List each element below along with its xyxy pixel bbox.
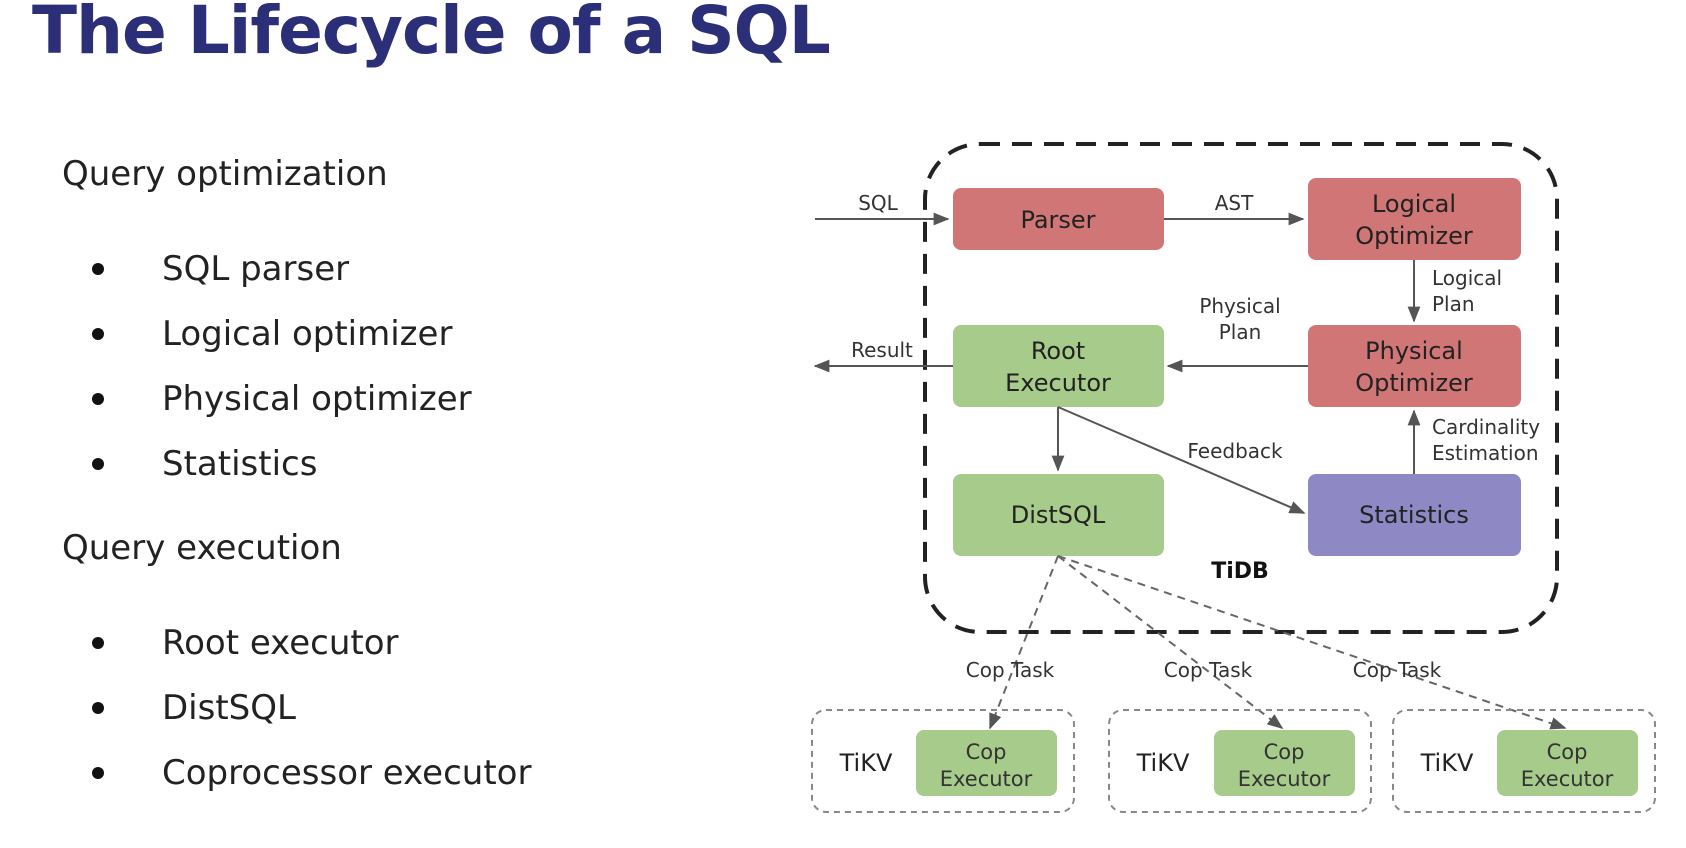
tikv-label: TiKV xyxy=(1420,749,1474,777)
cop-executor-label-line2: Executor xyxy=(1238,767,1331,791)
root-executor-label-line2: Executor xyxy=(1005,369,1111,397)
logical-optimizer-node: Logical Optimizer xyxy=(1308,178,1521,260)
parser-label: Parser xyxy=(1020,206,1095,234)
list-item-text: Statistics xyxy=(162,444,318,484)
logical-plan-label-line1: Logical xyxy=(1432,266,1502,290)
cop-task-arrow-2 xyxy=(1057,555,1284,729)
cardinality-label-line2: Estimation xyxy=(1432,441,1539,465)
bullet-icon xyxy=(92,637,104,649)
cop-task-label-3: Cop Task xyxy=(1353,658,1442,682)
query-execution-heading: Query execution xyxy=(62,528,342,568)
cop-executor-box xyxy=(1214,730,1355,796)
physical-plan-label-line2: Plan xyxy=(1219,320,1262,344)
bullet-icon xyxy=(92,263,104,275)
cop-executor-label-line1: Cop xyxy=(1547,740,1588,764)
list-item-text: SQL parser xyxy=(162,249,350,289)
bullet-icon xyxy=(92,393,104,405)
cop-executor-label-line1: Cop xyxy=(1264,740,1305,764)
tikv-node-3: TiKV Cop Executor xyxy=(1392,709,1656,813)
cop-task-arrow-3 xyxy=(1057,555,1567,730)
ast-edge-label: AST xyxy=(1215,191,1254,215)
tidb-boundary xyxy=(923,142,1559,634)
cop-executor-label-line1: Cop xyxy=(966,740,1007,764)
cop-task-label-1: Cop Task xyxy=(966,658,1055,682)
root-executor-label-line1: Root xyxy=(1031,337,1085,365)
bullet-icon xyxy=(92,767,104,779)
logical-optimizer-label-line2: Optimizer xyxy=(1355,222,1473,250)
list-item-text: DistSQL xyxy=(162,688,296,728)
list-item-text: Root executor xyxy=(162,623,399,663)
statistics-node: Statistics xyxy=(1308,474,1521,556)
cop-executor-box xyxy=(1497,730,1638,796)
sql-edge-label: SQL xyxy=(858,191,898,215)
cop-executor-box xyxy=(916,730,1057,796)
result-edge-label: Result xyxy=(851,338,913,362)
cardinality-label-line1: Cardinality xyxy=(1432,415,1540,439)
distsql-label: DistSQL xyxy=(1011,501,1106,529)
bullet-icon xyxy=(92,458,104,470)
feedback-edge-label: Feedback xyxy=(1187,439,1283,463)
cop-executor-label-line2: Executor xyxy=(940,767,1033,791)
tikv-label: TiKV xyxy=(839,749,893,777)
logical-plan-label-line2: Plan xyxy=(1432,292,1475,316)
tikv-node-1: TiKV Cop Executor xyxy=(811,709,1075,813)
tidb-label: TiDB xyxy=(1211,559,1269,584)
physical-optimizer-label-line2: Optimizer xyxy=(1355,369,1473,397)
bullet-icon xyxy=(92,702,104,714)
tikv-node-2: TiKV Cop Executor xyxy=(1108,709,1372,813)
logical-optimizer-label-line1: Logical xyxy=(1372,190,1456,218)
distsql-node: DistSQL xyxy=(953,474,1164,556)
page-title: The Lifecycle of a SQL xyxy=(32,0,831,69)
list-item-text: Logical optimizer xyxy=(162,314,453,354)
root-executor-node: Root Executor xyxy=(953,325,1164,407)
list-item-text: Physical optimizer xyxy=(162,379,472,419)
query-optimization-heading: Query optimization xyxy=(62,154,388,194)
physical-optimizer-node: Physical Optimizer xyxy=(1308,325,1521,407)
feedback-arrow xyxy=(1057,406,1306,514)
physical-optimizer-label-line1: Physical xyxy=(1365,337,1463,365)
cop-executor-label-line2: Executor xyxy=(1521,767,1614,791)
statistics-label: Statistics xyxy=(1359,501,1469,529)
physical-plan-label-line1: Physical xyxy=(1199,294,1280,318)
bullet-icon xyxy=(92,328,104,340)
cop-task-arrow-1 xyxy=(989,555,1059,730)
cop-task-label-2: Cop Task xyxy=(1164,658,1253,682)
list-item-text: Coprocessor executor xyxy=(162,753,532,793)
tikv-label: TiKV xyxy=(1136,749,1190,777)
parser-node: Parser xyxy=(953,188,1164,250)
